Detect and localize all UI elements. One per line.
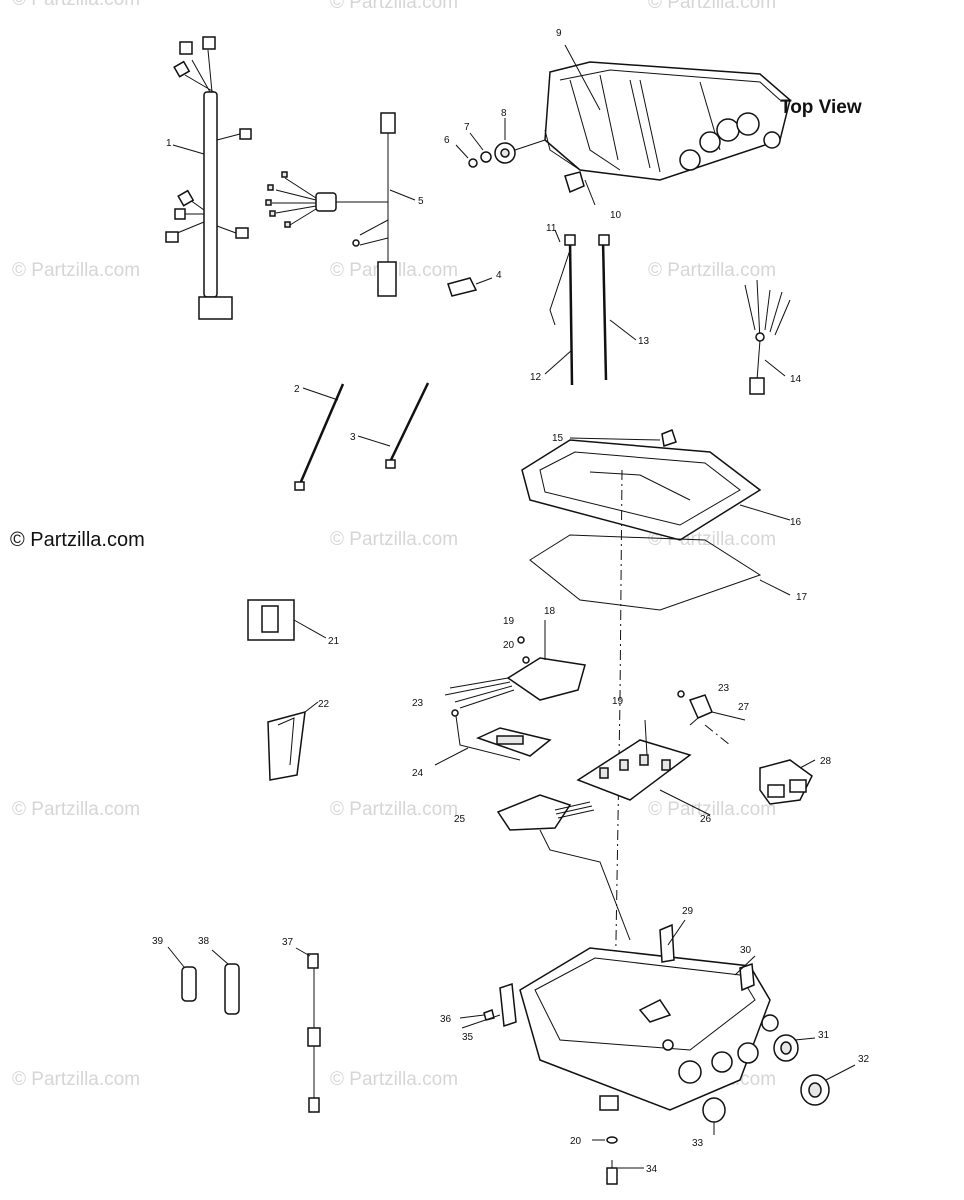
callout-14: 14 bbox=[790, 374, 802, 385]
watermark: © Partzilla.com bbox=[648, 799, 776, 820]
leads bbox=[544, 229, 637, 386]
callout-8: 8 bbox=[501, 108, 507, 119]
callout-20b: 20 bbox=[570, 1136, 582, 1147]
view-label: Top View bbox=[780, 97, 862, 118]
watermark: © Partzilla.com bbox=[648, 0, 776, 13]
callout-39: 39 bbox=[152, 936, 164, 947]
wire-harness bbox=[165, 36, 252, 320]
callout-22: 22 bbox=[318, 699, 330, 710]
control-module bbox=[444, 620, 586, 709]
bottom-fasteners bbox=[592, 1095, 644, 1185]
watermark: © Partzilla.com bbox=[12, 799, 140, 820]
rods bbox=[294, 382, 430, 491]
callout-21: 21 bbox=[328, 636, 340, 647]
callout-2: 2 bbox=[294, 384, 300, 395]
watermark: © Partzilla.com bbox=[330, 1069, 458, 1090]
watermark: © Partzilla.com bbox=[12, 1069, 140, 1090]
assembly-centerline bbox=[614, 469, 623, 1001]
copyright-notice: © Partzilla.com bbox=[10, 529, 145, 551]
watermark: © Partzilla.com bbox=[330, 0, 458, 13]
boot-cap bbox=[447, 277, 493, 297]
callout-37: 37 bbox=[282, 937, 294, 948]
watermark: © Partzilla.com bbox=[12, 260, 140, 281]
fuse-assembly bbox=[167, 946, 321, 1113]
callout-3: 3 bbox=[350, 432, 356, 443]
fastener-group bbox=[455, 118, 596, 206]
watermark: © Partzilla.com bbox=[648, 260, 776, 281]
callout-6: 6 bbox=[444, 135, 450, 146]
edge-clip bbox=[267, 701, 319, 781]
callout-15: 15 bbox=[552, 433, 564, 444]
relay bbox=[759, 759, 816, 805]
callout-30: 30 bbox=[740, 945, 752, 956]
callout-27: 27 bbox=[738, 702, 750, 713]
callout-32: 32 bbox=[858, 1054, 870, 1065]
callout-1: 1 bbox=[166, 138, 172, 149]
switch-harness bbox=[265, 112, 416, 297]
callout-20: 20 bbox=[503, 640, 515, 651]
callout-19: 19 bbox=[503, 616, 515, 627]
callout-11: 11 bbox=[546, 223, 557, 234]
callout-17: 17 bbox=[796, 592, 808, 603]
gasket bbox=[529, 534, 791, 611]
watermark: © Partzilla.com bbox=[330, 529, 458, 550]
housing-lid bbox=[521, 429, 791, 541]
label-plate bbox=[247, 599, 327, 641]
rectifier bbox=[496, 794, 631, 941]
callout-16: 16 bbox=[790, 517, 802, 528]
clamp-and-pin bbox=[459, 982, 517, 1029]
circuit-board bbox=[576, 719, 711, 816]
watermark-layer: © Partzilla.com © Partzilla.com © Partzi… bbox=[12, 0, 776, 1090]
callout-23: 23 bbox=[412, 698, 424, 709]
callout-28: 28 bbox=[820, 756, 832, 767]
sensor-harness bbox=[744, 279, 791, 395]
callout-9: 9 bbox=[556, 28, 562, 39]
callout-12: 12 bbox=[530, 372, 542, 383]
callout-26: 26 bbox=[700, 814, 712, 825]
lower-housing bbox=[519, 919, 779, 1111]
top-cover bbox=[544, 44, 791, 181]
callout-31: 31 bbox=[818, 1030, 830, 1041]
callout-7: 7 bbox=[464, 122, 470, 133]
callout-35: 35 bbox=[462, 1032, 474, 1043]
ground-strap bbox=[677, 690, 746, 746]
callout-10: 10 bbox=[610, 210, 622, 221]
callout-18: 18 bbox=[544, 606, 556, 617]
callout-38: 38 bbox=[198, 936, 210, 947]
callout-23b: 23 bbox=[718, 683, 730, 694]
callout-13: 13 bbox=[638, 336, 650, 347]
callout-19b: 19 bbox=[612, 696, 624, 707]
callout-5: 5 bbox=[418, 196, 424, 207]
mounting-bracket bbox=[434, 709, 552, 766]
callout-33: 33 bbox=[692, 1138, 704, 1149]
callout-36: 36 bbox=[440, 1014, 452, 1025]
callout-29: 29 bbox=[682, 906, 694, 917]
watermark: © Partzilla.com bbox=[330, 799, 458, 820]
callout-34: 34 bbox=[646, 1164, 658, 1175]
callout-4: 4 bbox=[496, 270, 502, 281]
callout-labels: 1 2 3 4 5 6 7 8 9 10 11 12 13 14 15 16 1… bbox=[152, 28, 870, 1175]
callout-24: 24 bbox=[412, 768, 424, 779]
watermark: © Partzilla.com bbox=[12, 0, 140, 10]
callout-25: 25 bbox=[454, 814, 466, 825]
grommets bbox=[702, 1034, 856, 1135]
